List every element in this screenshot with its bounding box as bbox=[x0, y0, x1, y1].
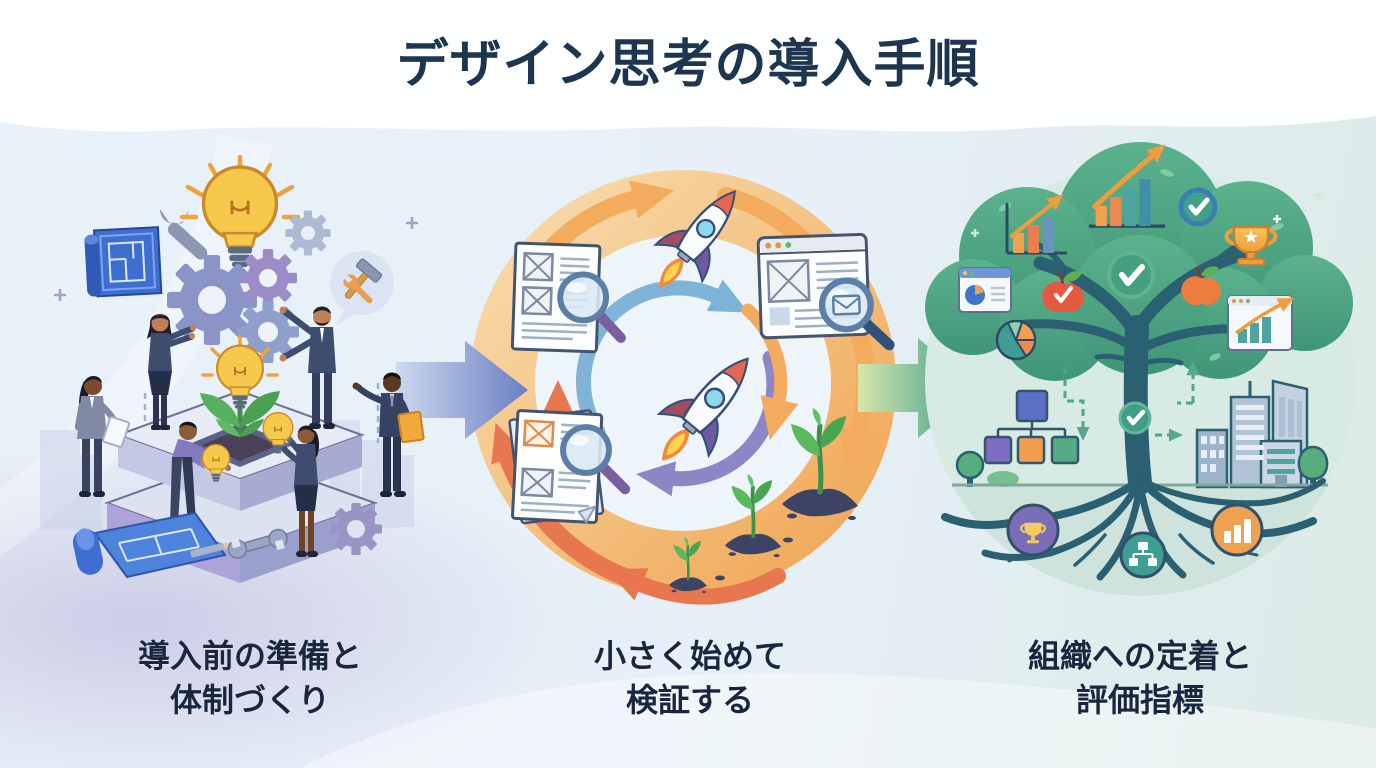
stacked-documents-icon bbox=[508, 409, 625, 525]
illustration-step1-prepare bbox=[40, 154, 425, 583]
step3-caption: 組織への定着と 評価指標 bbox=[960, 634, 1320, 722]
lightbulb-icon bbox=[179, 154, 301, 269]
hierarchy-badge-icon bbox=[1119, 531, 1167, 579]
small-tree-icon bbox=[955, 445, 1329, 489]
step2-caption-line2: 検証する bbox=[625, 681, 754, 720]
illustration-step3-tree bbox=[925, 142, 1355, 596]
step3-caption-line2: 評価指標 bbox=[1075, 681, 1204, 720]
step1-caption-line2: 体制づくり bbox=[169, 681, 330, 720]
folder-icon bbox=[397, 410, 425, 444]
rolled-blueprint-icon bbox=[72, 511, 227, 579]
browser-window-icon bbox=[756, 232, 889, 350]
check-circle-icon bbox=[1178, 187, 1218, 227]
org-chart-icon bbox=[983, 389, 1080, 465]
wireframe-document-icon bbox=[510, 241, 624, 354]
step3-caption-line1: 組織への定着と bbox=[1027, 637, 1252, 675]
dashed-connector-arrows bbox=[1063, 361, 1200, 442]
step2-caption: 小さく始めて 検証する bbox=[520, 634, 860, 722]
blueprint-icon bbox=[84, 226, 163, 298]
background-sweep bbox=[300, 673, 1376, 768]
sparkle-decor bbox=[971, 190, 1323, 237]
step1-caption-line1: 導入前の準備と bbox=[137, 637, 362, 675]
bar-chart-growth-icon bbox=[1088, 144, 1166, 228]
bar-chart-growth-icon bbox=[1005, 194, 1067, 255]
wrench-icon bbox=[160, 208, 208, 260]
illustration-step2-iterate bbox=[470, 170, 896, 605]
wrench-icon bbox=[342, 273, 373, 304]
top-band bbox=[0, 0, 1376, 132]
person-figure bbox=[262, 411, 319, 557]
sprout-lightbulb-icon bbox=[200, 335, 280, 438]
dashboard-window-icon bbox=[958, 267, 1012, 313]
check-circle-icon bbox=[1107, 251, 1155, 299]
bar-chart-badge-icon bbox=[1210, 503, 1264, 557]
step2-caption-line1: 小さく始めて bbox=[593, 637, 786, 675]
person-figure bbox=[279, 306, 336, 429]
trophy-badge-icon bbox=[1006, 503, 1060, 557]
gear-icon bbox=[330, 503, 382, 555]
magnifier-envelope-icon bbox=[821, 279, 889, 347]
check-circle-icon bbox=[1118, 401, 1152, 435]
plus-decor bbox=[54, 217, 418, 301]
step-arrow-1 bbox=[396, 341, 528, 439]
growing-seedlings-icon bbox=[667, 408, 858, 595]
chart-window-icon bbox=[1227, 295, 1295, 351]
person-figure bbox=[74, 375, 131, 497]
page-title: デザイン思考の導入手順 bbox=[396, 35, 980, 95]
wrench-icon bbox=[227, 528, 288, 559]
person-figure bbox=[147, 314, 196, 430]
gear-cluster-icon bbox=[167, 210, 331, 363]
trophy-icon bbox=[1224, 215, 1281, 266]
apple-check-icon bbox=[1040, 269, 1086, 314]
pie-chart-icon bbox=[995, 319, 1037, 361]
tools-bubble-icon bbox=[330, 251, 394, 325]
step1-caption: 導入前の準備と 体制づくり bbox=[60, 634, 440, 722]
person-figure bbox=[352, 372, 425, 497]
